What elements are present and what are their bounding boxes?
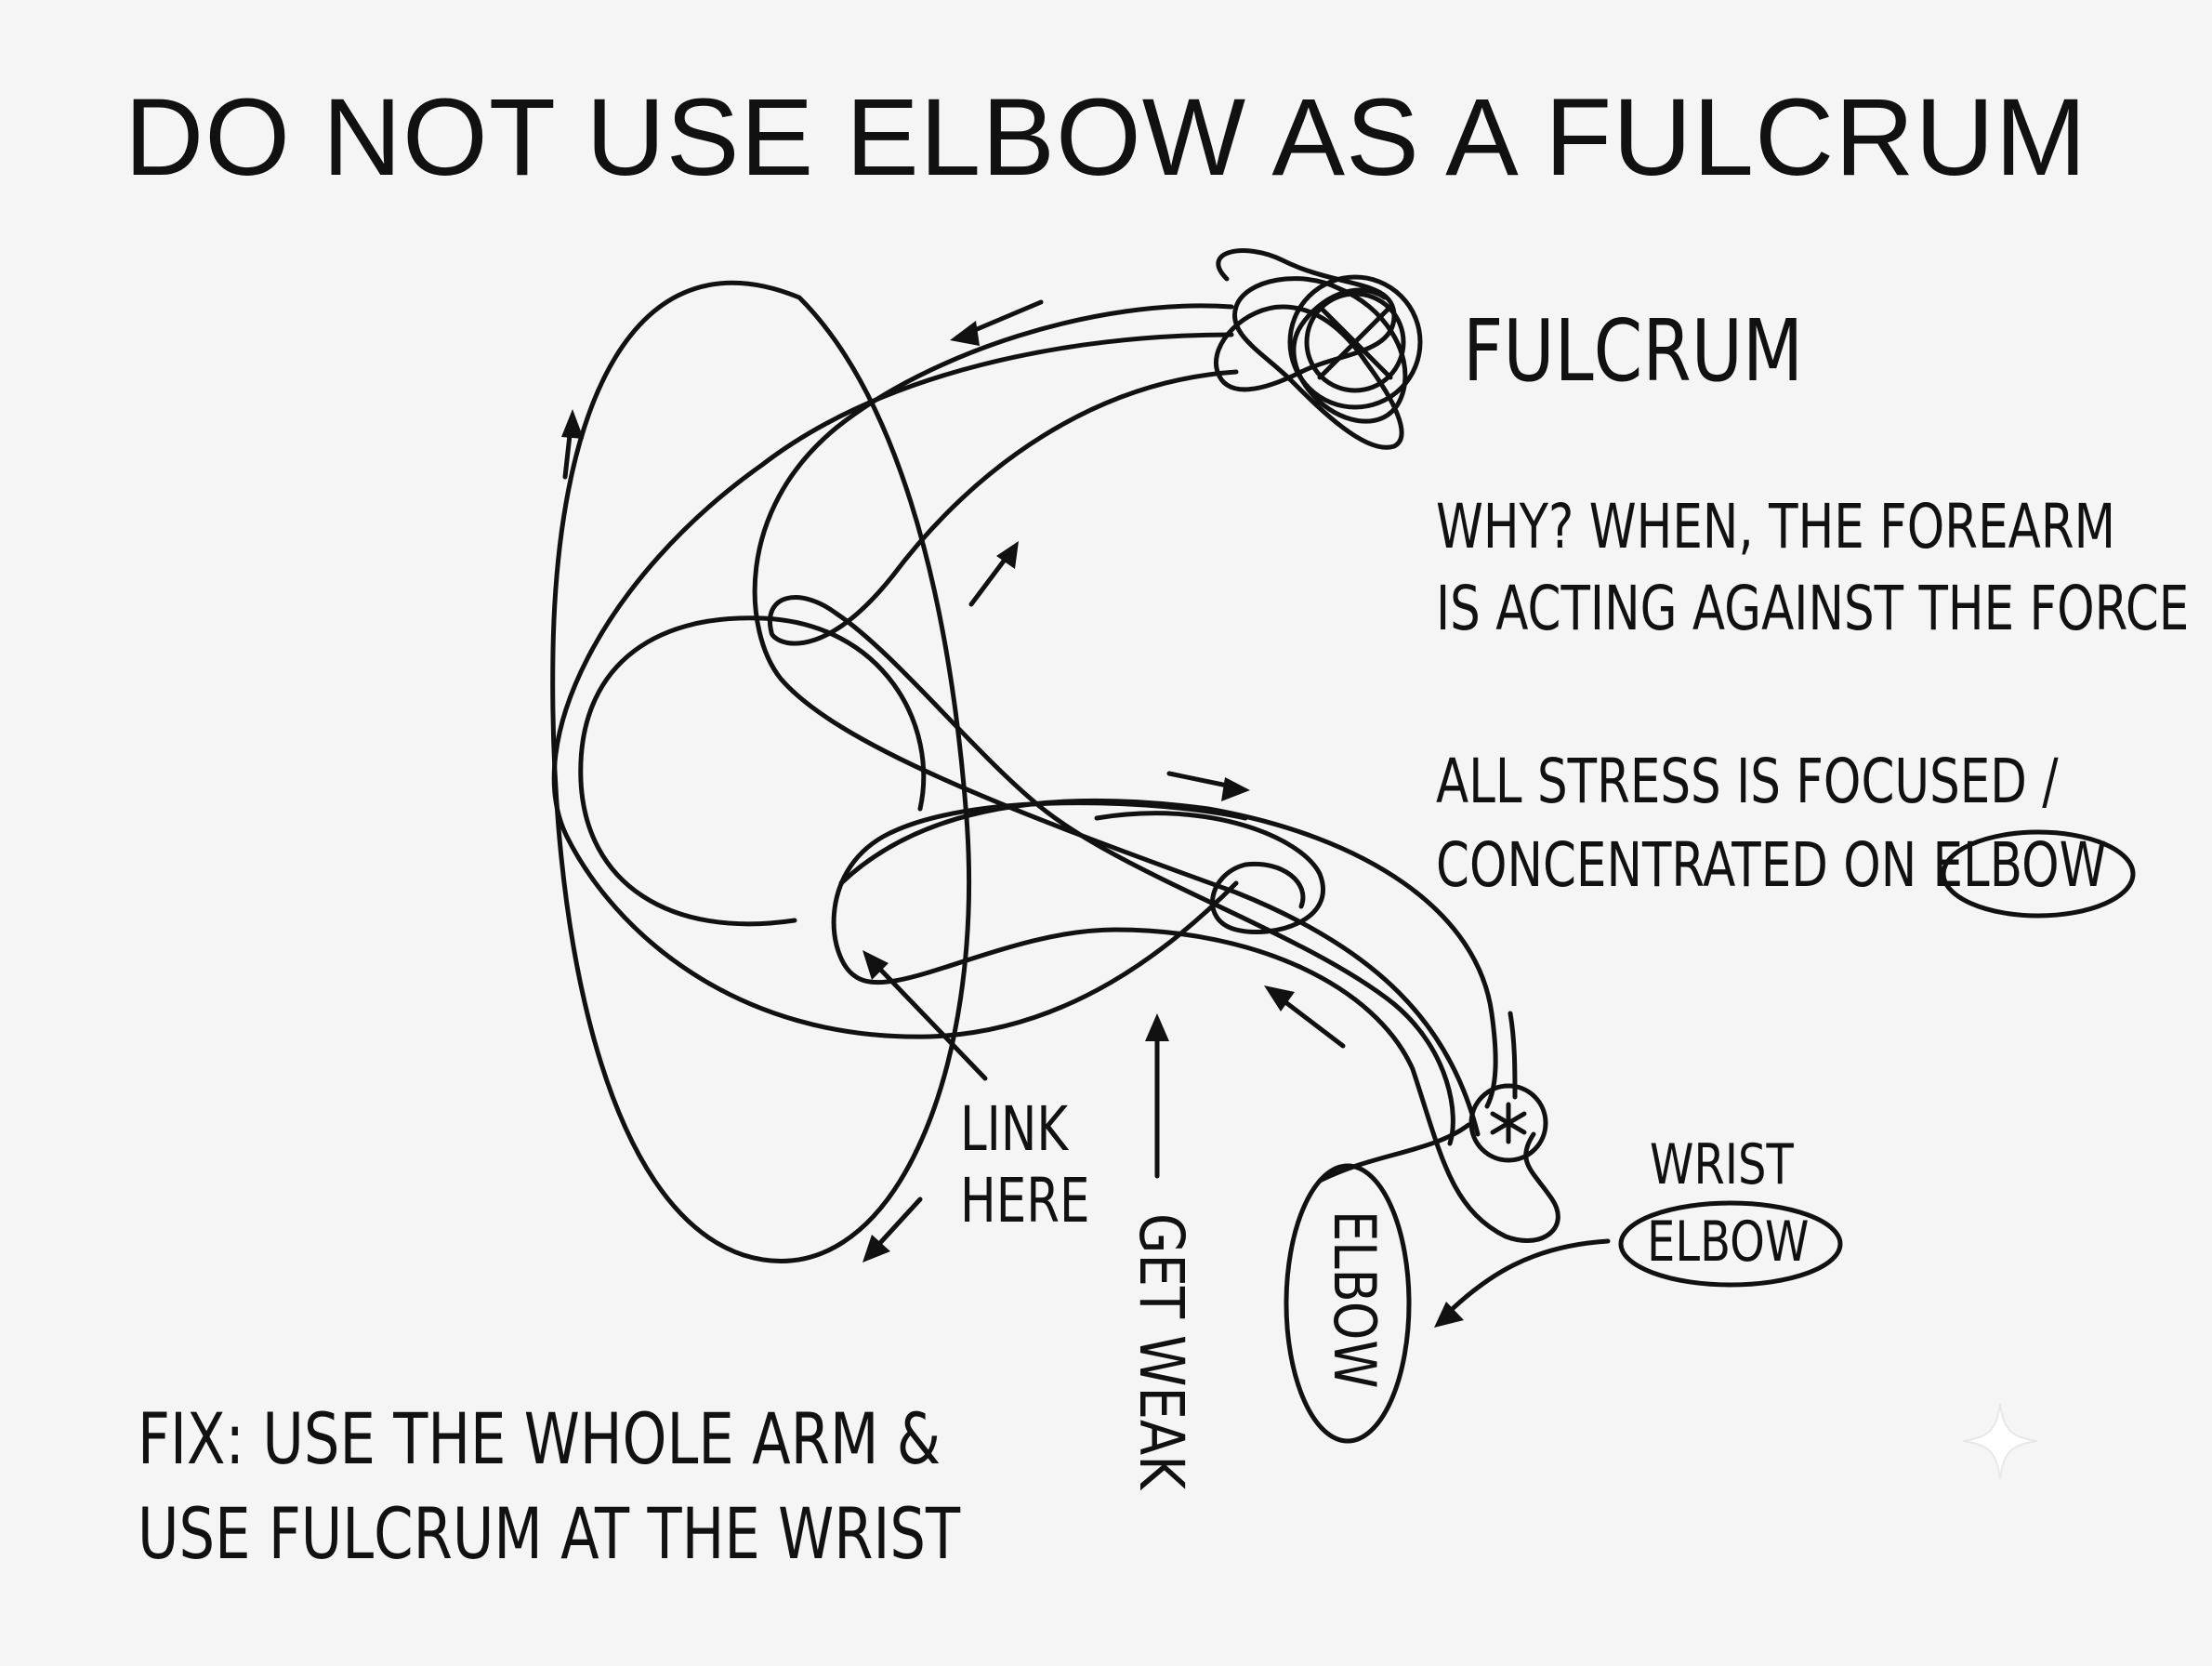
link-here-line1: LINK [960,1093,1069,1165]
arrowhead [561,409,584,439]
arrowhead [1264,985,1295,1012]
arrowhead [1434,1302,1464,1328]
arrowhead [862,1235,890,1263]
stress-circled-elbow: ELBOW [1932,829,2107,901]
wrist-to-elbow-arrow [1438,1238,1611,1323]
elbow-vertical-label: ELBOW [1321,1210,1389,1389]
upper-sweep-stroke [752,303,1481,1137]
elbow-vertical-ellipse [1284,1163,1412,1444]
why-text-line2: IS ACTING AGAINST THE FORCE [1436,573,2190,644]
forearm-curve-stroke [838,798,1498,1109]
arrowhead [996,541,1019,569]
middle-sweep-stroke [768,369,1455,1146]
wrist-elbow-ellipse [1618,1200,1843,1288]
wrist-label: WRIST [1650,1132,1794,1197]
fulcrum-scribble [1214,248,1408,450]
fulcrum-cross-circle-icon [1304,291,1406,393]
lower-loop-stroke [831,800,1560,1243]
stress-text-prefix: CONCENTRATED ON [1436,829,1917,901]
wrist-elbow-label: ELBOW [1647,1210,1810,1275]
arrowhead [950,321,980,346]
small-loop-stroke [1094,811,1325,934]
sparkle-watermark-icon [1962,1403,2038,1479]
elbow-link-stroke [1317,1122,1471,1183]
arrowhead [1221,777,1250,801]
stress-text-line1: ALL STRESS IS FOCUSED / [1436,746,2059,817]
get-weak-label: GET WEAK [1126,1213,1197,1490]
arrowhead [1145,1013,1169,1041]
round-loop-stroke [578,615,927,927]
fix-text-line1: FIX: USE THE WHOLE ARM & [138,1397,941,1480]
fix-text-line2: USE FULCRUM AT THE WRIST [138,1492,961,1575]
arrow-link-here [866,955,988,1081]
arrowhead [862,950,889,980]
outer-sweep-stroke [551,332,1239,1039]
fulcrum-label: FULCRUM [1463,301,1804,401]
why-text-line1: WHY? WHEN, THE FOREARM [1436,491,2116,562]
elbow-circle-ellipse [1941,829,2136,919]
link-here-line2: HERE [960,1165,1090,1236]
page-title: DO NOT USE ELBOW AS A FULCRUM [125,76,2087,199]
asterisk-joint-icon [1468,1083,1548,1163]
tall-loop-stroke [550,280,971,1263]
